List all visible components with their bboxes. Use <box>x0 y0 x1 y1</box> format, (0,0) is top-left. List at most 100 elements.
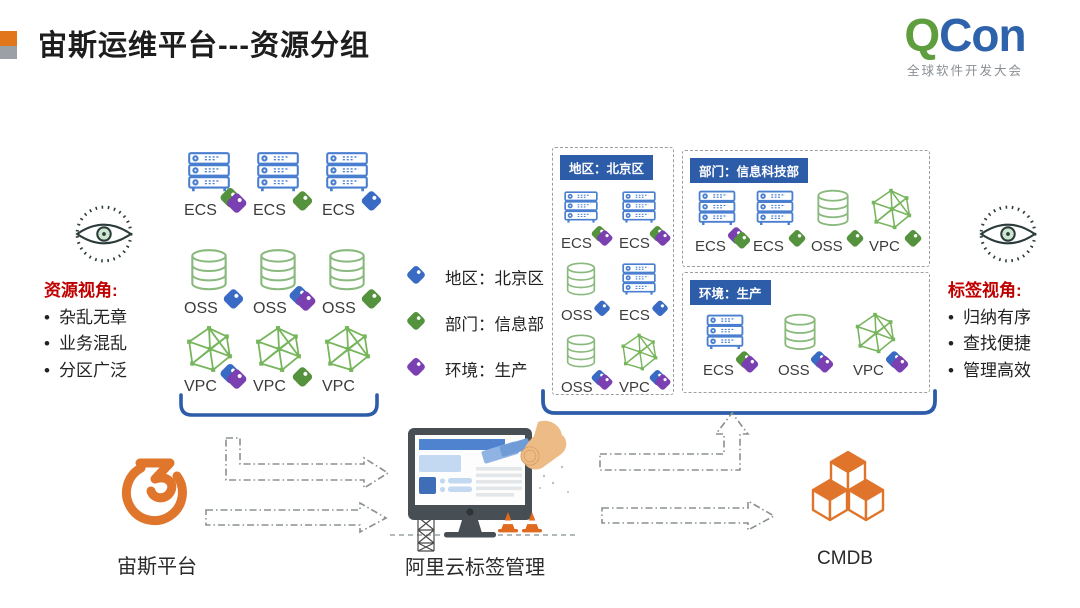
ecs-icon <box>253 148 303 198</box>
resource-oss: OSS <box>559 332 613 398</box>
tag-view-heading: 标签视角: <box>948 281 1022 300</box>
tag-icon <box>216 281 252 316</box>
tag-view-block: 标签视角: •归纳有序•查找便捷•管理高效 <box>942 202 1074 384</box>
legend-label: 环境：生产 <box>445 362 528 380</box>
group-label: 部门：信息科技部 <box>690 158 809 183</box>
resource-vpc: VPC <box>182 324 248 398</box>
resource-ecs: ECS <box>617 260 668 326</box>
ecs-icon <box>184 148 234 198</box>
tag-icon <box>354 281 390 316</box>
resource-label: ECS <box>322 202 355 219</box>
resource-label: OSS <box>184 300 218 317</box>
ecs-icon <box>561 188 601 228</box>
resource-ecs: ECS <box>693 187 751 257</box>
vpc-icon <box>853 311 897 355</box>
tag-icon <box>400 258 433 296</box>
tag-icon <box>646 222 675 250</box>
vpc-icon <box>619 332 659 372</box>
resource-ecs: ECS <box>182 148 248 222</box>
arrow-right-1 <box>205 501 388 534</box>
group-box-region: 地区：北京区 ECS ECS OSS ECS OSS <box>552 147 675 398</box>
tag-icon <box>646 366 675 394</box>
tag-icon <box>646 294 675 322</box>
resource-label: OSS <box>561 307 593 324</box>
tag-icon <box>782 223 813 253</box>
zeus-platform-label: 宙斯平台 <box>117 556 197 578</box>
resource-label: VPC <box>853 362 884 379</box>
aliyun-tag-management-illustration <box>390 420 578 552</box>
resource-ecs: ECS <box>751 187 809 257</box>
oss-icon <box>778 311 822 355</box>
legend-item: 环境：生产 <box>400 352 544 386</box>
hand-icon <box>499 420 567 470</box>
resource-ecs: ECS <box>251 148 317 222</box>
oss-icon <box>253 246 303 296</box>
view-bullet: •管理高效 <box>948 360 1031 380</box>
aliyun-tag-management-label: 阿里云标签管理 <box>405 557 545 579</box>
eye-icon <box>979 205 1037 263</box>
resource-vpc: VPC <box>867 187 925 257</box>
view-bullet: •杂乱无章 <box>44 308 127 327</box>
vpc-icon <box>869 187 913 231</box>
tag-icon <box>840 223 871 253</box>
group-label: 地区：北京区 <box>560 155 654 180</box>
resource-label: ECS <box>753 238 784 255</box>
resource-ecs: ECS <box>701 311 759 381</box>
legend-item: 地区：北京区 <box>400 260 544 294</box>
ecs-icon <box>695 187 739 231</box>
resource-vpc: VPC <box>851 311 909 381</box>
resource-vpc: VPC <box>251 324 317 398</box>
tag-icon <box>898 223 929 253</box>
scaffold-icon <box>417 516 435 552</box>
group-label: 环境：生产 <box>690 280 771 305</box>
resource-vpc: VPC <box>320 324 386 398</box>
resource-label: ECS <box>703 362 734 379</box>
resource-label: VPC <box>619 379 650 396</box>
arrow-right-2 <box>601 499 776 532</box>
tag-icon <box>400 350 433 388</box>
resource-oss: OSS <box>776 311 834 381</box>
qcon-logo: QCon 全球软件开发大会 <box>900 12 1030 79</box>
oss-icon <box>184 246 234 296</box>
legend-label: 部门：信息部 <box>445 316 544 334</box>
vpc-icon <box>322 324 372 374</box>
resource-oss: OSS <box>809 187 867 257</box>
resource-label: ECS <box>184 202 217 219</box>
vpc-icon <box>253 324 303 374</box>
resource-view-bullets: •杂乱无章•业务混乱•分区广泛 <box>38 305 170 384</box>
view-bullet: •业务混乱 <box>44 334 127 354</box>
scatter-row-oss: OSS OSS OSS <box>182 246 386 320</box>
resource-view-heading: 资源视角: <box>44 281 118 300</box>
ecs-icon <box>619 188 659 228</box>
resource-ecs: ECS <box>559 188 613 254</box>
resource-label: OSS <box>811 238 843 255</box>
tag-icon <box>588 366 617 394</box>
resource-oss: OSS <box>320 246 386 320</box>
tag-icon <box>285 183 321 218</box>
resource-view-block: 资源视角: •杂乱无章•业务混乱•分区广泛 <box>38 202 170 384</box>
title-bullet-icon <box>0 31 17 59</box>
oss-icon <box>561 260 601 300</box>
tag-icon <box>732 347 763 377</box>
resource-vpc: VPC <box>617 332 671 398</box>
tag-icon <box>216 183 252 218</box>
tag-view-bullets: •归纳有序•查找便捷•管理高效 <box>942 305 1074 384</box>
scatter-row-vpc: VPC VPC VPC <box>182 324 386 398</box>
group-box-environment: 环境：生产 ECS OSS VPC <box>682 272 930 393</box>
traffic-cone-icon <box>498 512 542 533</box>
resource-label: ECS <box>561 235 592 252</box>
oss-icon <box>322 246 372 296</box>
ecs-icon <box>703 311 747 355</box>
tag-icon <box>354 183 390 218</box>
legend-item: 部门：信息部 <box>400 306 544 340</box>
tag-icon <box>807 347 838 377</box>
tag-icon <box>400 304 433 342</box>
resource-label: VPC <box>253 378 286 395</box>
resource-label: VPC <box>322 378 355 395</box>
resource-label: OSS <box>561 379 593 396</box>
tag-icon <box>724 223 755 253</box>
vpc-icon <box>184 324 234 374</box>
arrow-right-up <box>599 411 750 471</box>
resource-label: ECS <box>619 235 650 252</box>
qcon-subtitle: 全球软件开发大会 <box>906 64 1023 78</box>
